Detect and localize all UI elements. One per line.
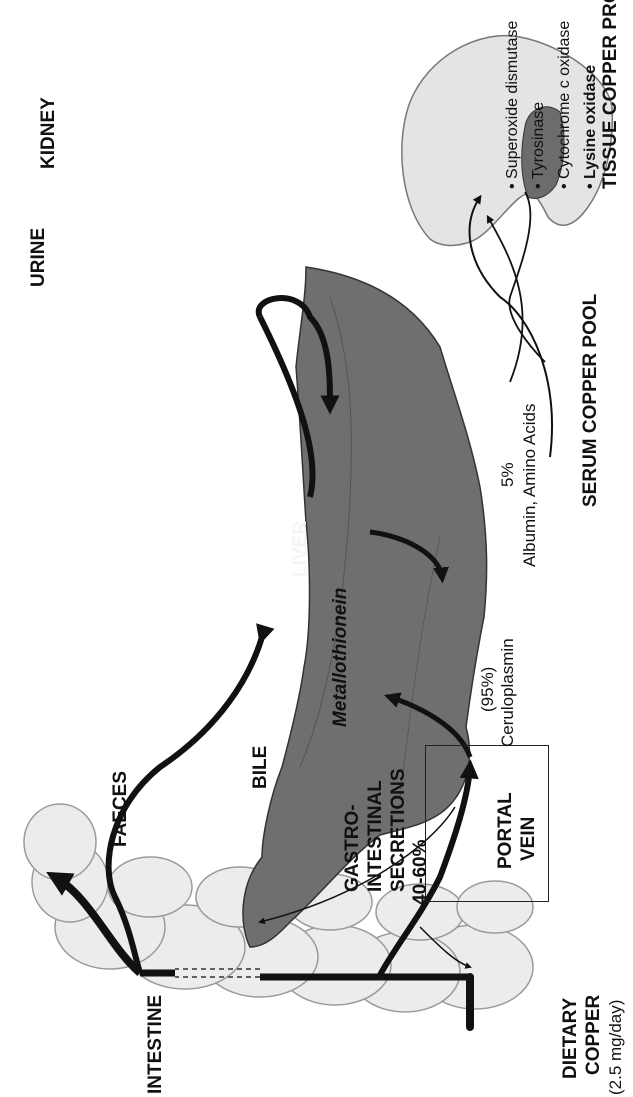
tissue-protein-item: • Lysine oxidase [578, 21, 604, 189]
urine-label: URINE [28, 228, 50, 287]
tissue-proteins-list: • Superoxide dismutase • Tyrosinase • Cy… [500, 21, 604, 189]
intestine-label: INTESTINE [145, 995, 167, 1094]
albumin-label: Albumin, Amino Acids [520, 404, 540, 567]
absorption-percent: 40-60% [410, 840, 432, 906]
liver-label: LIVER [290, 521, 312, 577]
portal-vein-label-2: VEIN [518, 817, 540, 861]
dietary-label-1: DIETARY [560, 998, 582, 1079]
bile-label: BILE [250, 746, 272, 789]
ceruloplasmin-percent: (95%) [478, 667, 498, 712]
metallothionein-label: Metallothionein [330, 588, 352, 727]
gi-secretions-label-3: SECRETIONS [388, 768, 410, 892]
dietary-label-2: COPPER [583, 995, 605, 1075]
serum-pool-title: SERUM COPPER POOL [580, 294, 602, 507]
tissue-protein-item: • Cytochrome c oxidase [552, 21, 578, 189]
gi-secretions-label-1: GASTRO- [342, 804, 364, 892]
portal-vein-label-1: PORTAL [495, 792, 517, 869]
tissue-protein-item: • Superoxide dismutase [500, 21, 526, 189]
dietary-amount: (2.5 mg/day) [606, 1000, 626, 1095]
gi-secretions-label-2: INTESTINAL [365, 780, 387, 892]
faeces-label: FAECES [110, 771, 132, 847]
tissue-protein-item: • Tyrosinase [526, 21, 552, 189]
ceruloplasmin-label: Ceruloplasmin [498, 638, 518, 747]
albumin-percent: 5% [498, 462, 518, 487]
kidney-label: KIDNEY [38, 97, 60, 169]
